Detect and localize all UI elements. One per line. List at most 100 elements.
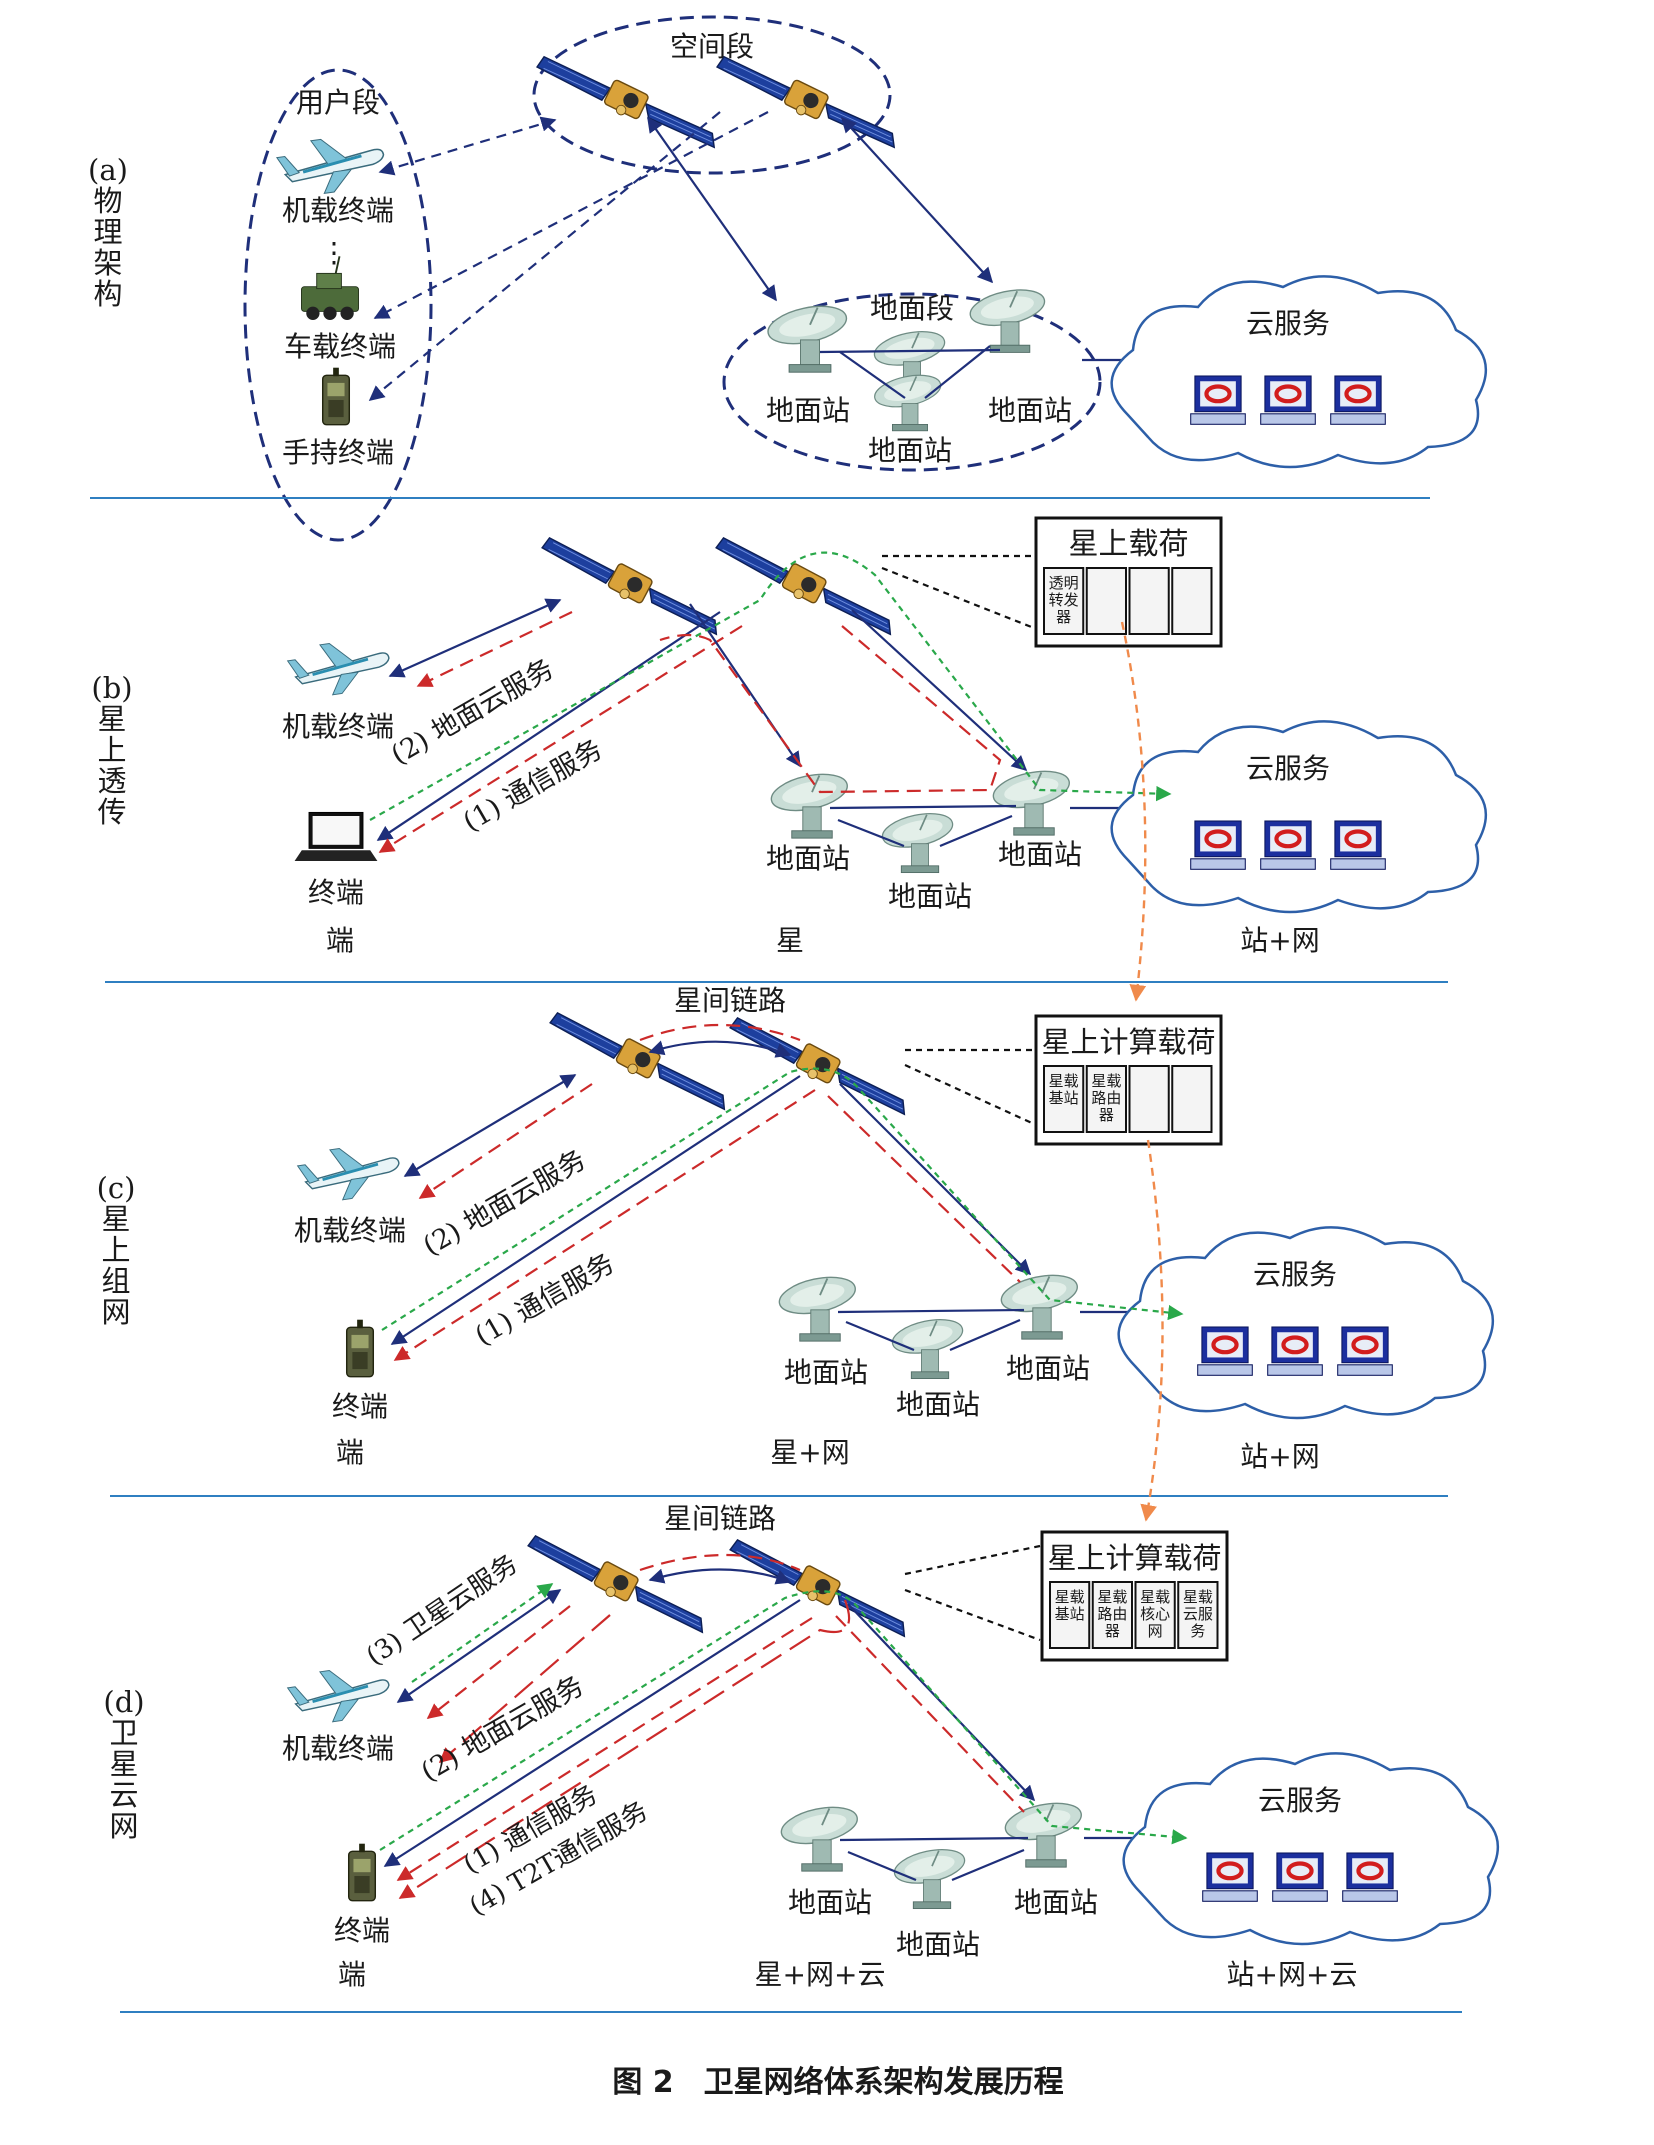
station-label-right: 地面站 <box>1006 1352 1090 1385</box>
cloud-label: 云服务 <box>1258 1784 1342 1817</box>
evolution-arrow <box>1120 621 1147 1002</box>
column-mid: 星 <box>776 924 804 957</box>
side-label-c: 星 <box>101 1202 130 1236</box>
cloud-service-label: (2) 地面云服务 <box>386 653 559 771</box>
comm-service-link <box>378 625 743 853</box>
sat-airborne-link <box>388 598 562 678</box>
column-mid: 星+网 <box>770 1436 849 1469</box>
payload-cell <box>1085 1065 1127 1133</box>
payload-cell-label: 器 <box>1099 1106 1114 1124</box>
sat-ground-link <box>851 609 1028 772</box>
side-label-c: 上 <box>101 1233 130 1267</box>
vehicle-terminal-label: 车载终端 <box>284 330 396 363</box>
server-icon <box>1198 1327 1253 1375</box>
station-link <box>829 804 1017 810</box>
payload-pointer <box>881 566 1035 630</box>
airborne-terminal-label: 机载终端 <box>294 1214 406 1247</box>
payload-cell <box>1085 567 1127 635</box>
column-right: 站+网 <box>1240 924 1319 957</box>
airborne-terminal-label: 机载终端 <box>282 194 394 227</box>
side-label-a: 架 <box>93 246 122 280</box>
side-label-c: 组 <box>101 1264 130 1298</box>
satellite-icon <box>705 536 904 636</box>
payload-cell <box>1171 1065 1213 1133</box>
server-icon <box>1261 376 1316 424</box>
handheld-icon <box>345 1318 375 1378</box>
station-link <box>949 1318 1021 1352</box>
airplane-icon <box>284 634 395 702</box>
satellite-icon <box>527 55 726 149</box>
dish-icon <box>997 1268 1082 1341</box>
comm-service-path <box>835 1615 1025 1813</box>
station-link <box>837 1308 1025 1314</box>
side-label-d: 网 <box>109 1809 138 1843</box>
side-label-b: 传 <box>97 795 126 829</box>
server-icon <box>1331 376 1386 424</box>
comm-service-label: (1) 通信服务 <box>458 734 608 838</box>
t2t-service-path <box>398 1599 851 1899</box>
side-label-b: (b) <box>91 671 132 705</box>
satellite-icon <box>719 1016 918 1116</box>
isl-link <box>639 1023 801 1042</box>
terminal-label: 终端 <box>334 1914 390 1947</box>
station-link <box>845 1320 915 1352</box>
comm-service-path <box>659 625 1002 794</box>
station-label-right: 地面站 <box>1014 1886 1098 1919</box>
handheld-icon <box>321 366 351 426</box>
payload-cell-label: 星载 <box>1055 1588 1085 1606</box>
column-end: 端 <box>326 924 354 957</box>
isl-link <box>648 1568 792 1585</box>
payload-cell <box>1091 1581 1133 1649</box>
isl-label: 星间链路 <box>674 984 786 1017</box>
server-icon <box>1331 821 1386 869</box>
dish-icon <box>777 1800 862 1873</box>
station-label-left: 地面站 <box>766 842 850 875</box>
dish-icon <box>763 299 851 374</box>
column-right: 站+网 <box>1240 1440 1319 1473</box>
comm-service-link <box>416 611 573 687</box>
payload-cell-label: 基站 <box>1055 1605 1085 1623</box>
station-link <box>837 818 905 848</box>
satellite-icon <box>517 1534 716 1634</box>
isl-label: 星间链路 <box>664 1502 776 1535</box>
side-label-d: 星 <box>109 1747 138 1781</box>
side-label-d: 卫 <box>109 1716 138 1750</box>
sat-airborne-link <box>403 1074 577 1177</box>
sat-terminal-link <box>376 611 721 841</box>
side-label-a: 物 <box>93 184 122 218</box>
payload-cell-label: 星载 <box>1091 1072 1121 1090</box>
station-link <box>847 1850 917 1882</box>
payload-cell <box>1043 1065 1085 1133</box>
side-label-a: 理 <box>93 215 122 249</box>
dish-icon <box>888 1313 967 1380</box>
payload-cell-label: 器 <box>1105 1622 1120 1640</box>
station-label-bottom: 地面站 <box>868 434 952 467</box>
space-segment-label: 空间段 <box>670 30 754 63</box>
cloud-label: 云服务 <box>1253 1258 1337 1291</box>
cloud-label: 云服务 <box>1246 752 1330 785</box>
station-link <box>939 814 1013 848</box>
payload-title: 星上计算载荷 <box>1041 1025 1215 1059</box>
ellipsis-label: ⋮ <box>320 236 348 269</box>
sat-cloud-service-label: (3) 卫星云服务 <box>361 1549 523 1672</box>
sat-terminal-link <box>390 1075 801 1345</box>
payload-cell <box>1171 567 1213 635</box>
payload-cell-label: 基站 <box>1049 1089 1079 1107</box>
server-icon <box>1191 821 1246 869</box>
comm-service-link <box>396 1617 813 1881</box>
station-link <box>819 348 1001 354</box>
payload-title: 星上载荷 <box>1069 527 1189 562</box>
handheld-terminal-label: 手持终端 <box>282 436 394 469</box>
payload-cell-label: 路由 <box>1091 1089 1121 1107</box>
station-label-left: 地面站 <box>766 394 850 427</box>
payload-cell <box>1043 567 1085 635</box>
station-link <box>951 1848 1025 1882</box>
cloud-service-a: 云服务 <box>1110 275 1488 469</box>
server-icon <box>1203 1853 1258 1901</box>
sat-user-link <box>378 116 557 176</box>
comm-service-path <box>827 1095 1021 1283</box>
payload-cell-label: 器 <box>1056 608 1071 626</box>
station-link <box>839 351 906 399</box>
payload-cell <box>1128 567 1170 635</box>
